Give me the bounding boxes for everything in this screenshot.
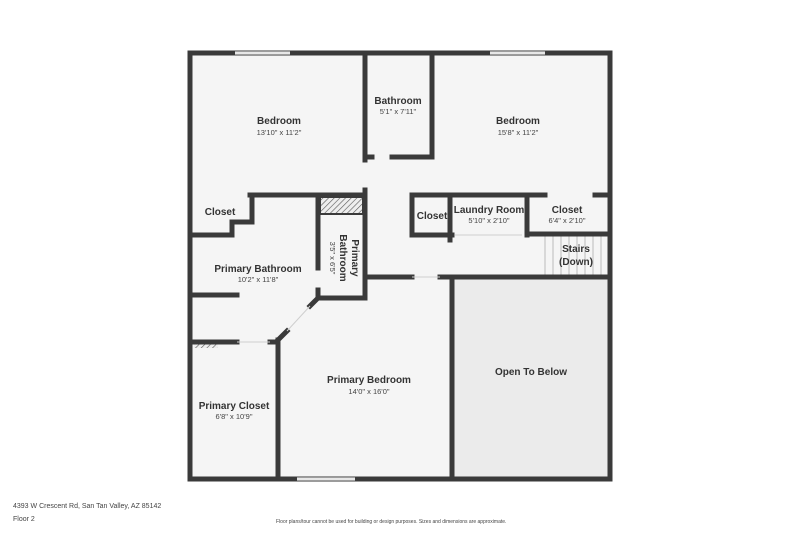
room-label-closet-2: Closet [417, 211, 448, 222]
room-dim-primary-bathroom: 10'2" x 11'8" [238, 275, 279, 284]
room-label-open-to-below: Open To Below [495, 367, 567, 378]
room-dim-primary-closet: 6'8" x 10'9" [216, 412, 253, 421]
room-dim-laundry: 5'10" x 2'10" [468, 216, 509, 225]
room-label-closet-1: Closet [205, 207, 236, 218]
room-label-stairs-down: (Down) [559, 257, 593, 268]
room-label-laundry: Laundry Room [454, 205, 525, 216]
hatched-shaft [319, 196, 364, 215]
room-label-primary-bathroom: Primary Bathroom [214, 264, 301, 275]
disclaimer: Floor plans/tour cannot be used for buil… [276, 519, 507, 525]
hatched-shelf [194, 343, 218, 348]
room-label-bedroom-2: Bedroom [496, 116, 540, 127]
address: 4393 W Crescent Rd, San Tan Valley, AZ 8… [13, 503, 162, 510]
room-dim-closet-3: 6'4" x 2'10" [549, 216, 586, 225]
room-label-bathroom: Bathroom [374, 96, 421, 107]
stairs-treads [544, 234, 602, 275]
room-label-primary-bathroom-small-2: Bathroom [337, 234, 348, 281]
room-label-bedroom-1: Bedroom [257, 116, 301, 127]
room-label-closet-3: Closet [552, 205, 583, 216]
room-label-primary-bedroom: Primary Bedroom [327, 375, 411, 386]
room-label-primary-closet: Primary Closet [199, 401, 270, 412]
room-dim-primary-bedroom: 14'0" x 16'0" [348, 387, 389, 396]
windows-and-doors [235, 51, 545, 481]
room-label-stairs: Stairs [562, 244, 590, 255]
room-dim-bathroom: 5'1" x 7'11" [380, 107, 417, 116]
walls [187, 50, 613, 482]
room-dim-bedroom-1: 13'10" x 11'2" [257, 128, 302, 137]
open-to-below-area [452, 277, 610, 479]
room-dim-primary-bathroom-small: 3'5" x 6'5" [328, 242, 337, 275]
room-label-primary-bathroom-small-1: Primary [349, 239, 360, 277]
floor-label: Floor 2 [13, 516, 35, 523]
room-dim-bedroom-2: 15'8" x 11'2" [498, 128, 539, 137]
